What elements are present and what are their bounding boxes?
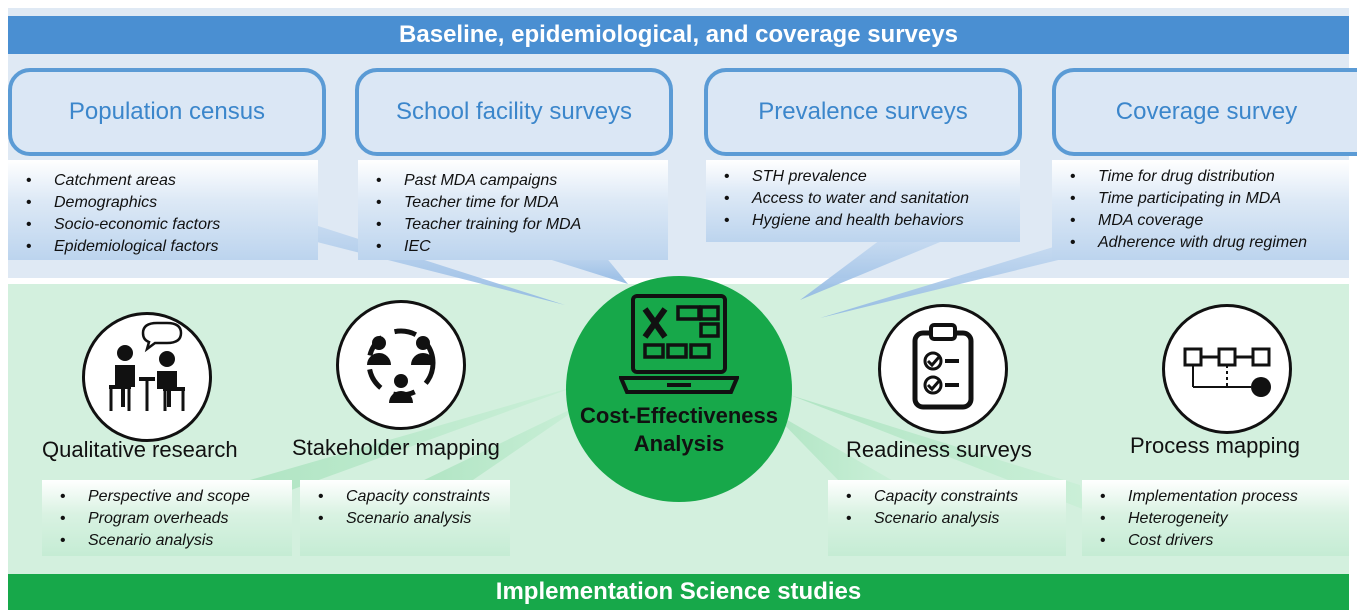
stakeholder-network-icon	[336, 300, 466, 430]
cea-label-line2: Analysis	[633, 431, 725, 456]
readiness-surveys-items: Capacity constraints Scenario analysis	[828, 480, 1066, 556]
list-item: Epidemiological factors	[8, 236, 318, 258]
process-mapping-items: Implementation process Heterogeneity Cos…	[1082, 480, 1349, 556]
clipboard-checklist-icon	[878, 304, 1008, 434]
list-item: Demographics	[8, 192, 318, 214]
list-item: Program overheads	[42, 508, 292, 530]
list-item: Adherence with drug regimen	[1052, 232, 1349, 254]
wedge-stakeholder	[420, 400, 590, 482]
list-item: Time for drug distribution	[1052, 166, 1349, 188]
list-item: Cost drivers	[1082, 530, 1349, 552]
readiness-surveys-title: Readiness surveys	[846, 437, 1032, 462]
wedge-readiness	[770, 410, 895, 482]
coverage-survey-box: Coverage survey	[1052, 68, 1357, 156]
list-item: STH prevalence	[706, 166, 1020, 188]
population-census-items: Catchment areas Demographics Socio-econo…	[8, 160, 318, 260]
school-facility-items: Past MDA campaigns Teacher time for MDA …	[358, 160, 668, 260]
list-item: Teacher time for MDA	[358, 192, 668, 214]
stakeholder-mapping-title: Stakeholder mapping	[292, 435, 500, 460]
list-item: Teacher training for MDA	[358, 214, 668, 236]
stakeholder-mapping-items: Capacity constraints Scenario analysis	[300, 480, 510, 556]
list-item: Time participating in MDA	[1052, 188, 1349, 210]
qualitative-research-items: Perspective and scope Program overheads …	[42, 480, 292, 556]
list-item: Past MDA campaigns	[358, 170, 668, 192]
list-item: Capacity constraints	[300, 486, 510, 508]
list-item: Catchment areas	[8, 170, 318, 192]
process-mapping-title: Process mapping	[1130, 433, 1300, 458]
laptop-spreadsheet-icon	[619, 294, 739, 394]
cea-label-line1: Cost-Effectiveness	[579, 403, 779, 428]
list-item: Heterogeneity	[1082, 508, 1349, 530]
population-census-box: Population census	[8, 68, 326, 156]
list-item: Hygiene and health behaviors	[706, 210, 1020, 232]
list-item: Scenario analysis	[300, 508, 510, 530]
cost-effectiveness-label: Cost-Effectiveness Analysis	[566, 402, 792, 458]
interview-icon	[82, 312, 212, 442]
qualitative-research-title: Qualitative research	[42, 437, 238, 462]
school-facility-surveys-box: School facility surveys	[355, 68, 673, 156]
list-item: Perspective and scope	[42, 486, 292, 508]
list-item: Scenario analysis	[828, 508, 1066, 530]
list-item: Implementation process	[1082, 486, 1349, 508]
list-item: Access to water and sanitation	[706, 188, 1020, 210]
list-item: MDA coverage	[1052, 210, 1349, 232]
implementation-science-banner: Implementation Science studies	[8, 574, 1349, 610]
prevalence-surveys-box: Prevalence surveys	[704, 68, 1022, 156]
coverage-survey-items: Time for drug distribution Time particip…	[1052, 160, 1349, 260]
wedge-population	[250, 225, 565, 305]
list-item: Capacity constraints	[828, 486, 1066, 508]
list-item: IEC	[358, 236, 668, 258]
process-flow-icon	[1162, 304, 1292, 434]
wedge-coverage	[820, 245, 1120, 318]
list-item: Socio-economic factors	[8, 214, 318, 236]
prevalence-surveys-items: STH prevalence Access to water and sanit…	[706, 160, 1020, 242]
wedge-prevalence	[800, 240, 945, 300]
surveys-banner: Baseline, epidemiological, and coverage …	[8, 16, 1349, 54]
list-item: Scenario analysis	[42, 530, 292, 552]
wedge-qualitative	[250, 385, 580, 505]
